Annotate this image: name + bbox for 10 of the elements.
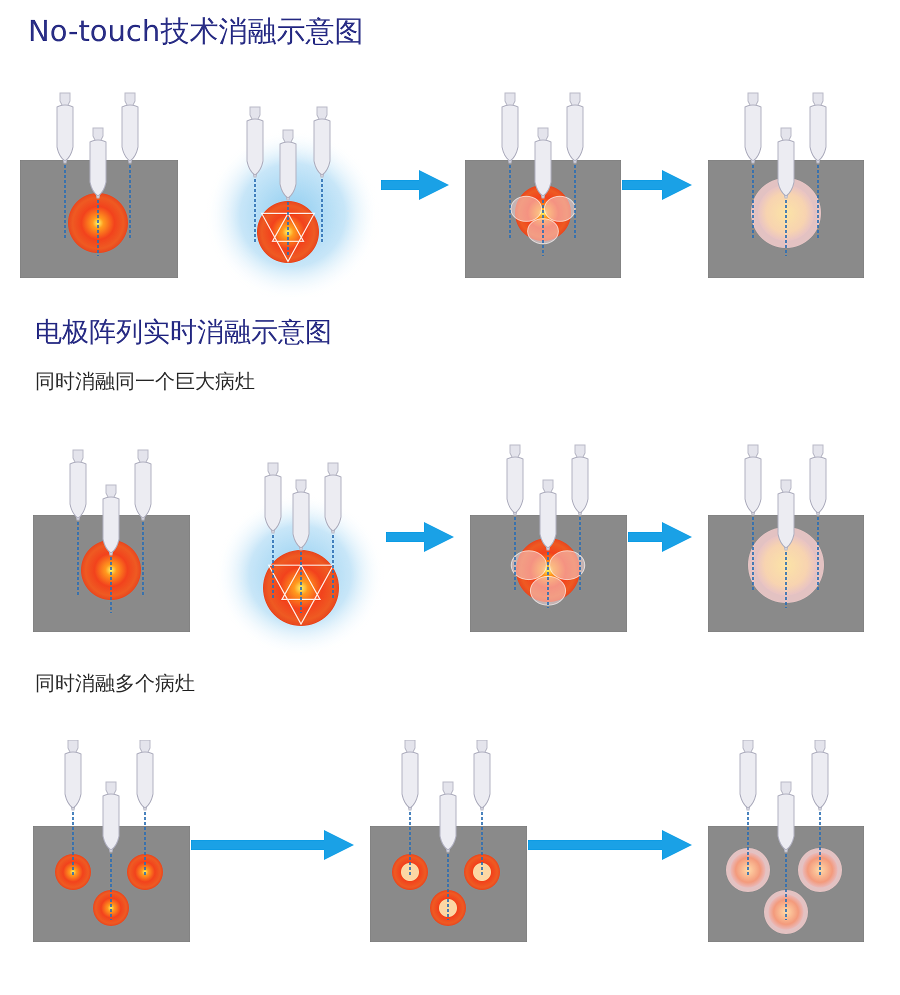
section-heading: 电极阵列实时消融示意图 [35,316,332,350]
subheading: 同时消融多个病灶 [35,670,195,697]
arrow [622,170,692,200]
subheading: 同时消融同一个巨大病灶 [35,368,255,395]
arrow [386,522,454,552]
arrow [381,170,449,200]
arrow [528,830,692,860]
arrow [191,830,354,860]
diagram-title: No-touch技术消融示意图 [28,13,364,50]
arrow [628,522,692,552]
